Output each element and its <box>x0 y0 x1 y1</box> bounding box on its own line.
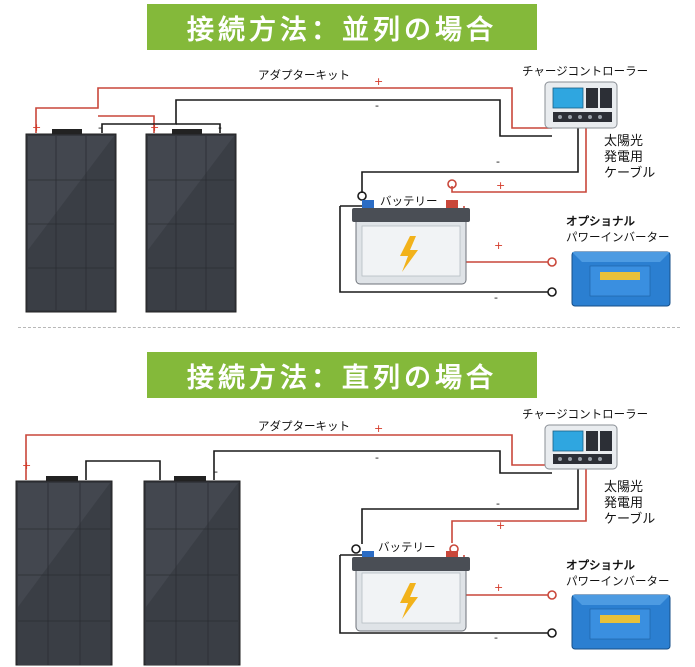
parallel-sign-plus-3: + <box>150 121 160 134</box>
parallel-controller-label: チャージコントローラー <box>522 64 649 78</box>
series-cable-label-2: 発電用 <box>604 496 644 511</box>
parallel-inverter <box>571 251 671 307</box>
series-inverter-positive-wire <box>463 555 548 596</box>
series-sign-plus-4: + <box>494 581 504 594</box>
parallel-inverter-positive-wire <box>463 206 548 263</box>
parallel-battery-positive-wire <box>451 128 587 193</box>
series-title: 接続方法：直列の場合 <box>187 362 497 394</box>
parallel-sign-minus-3: - <box>218 121 222 134</box>
series-battery-positive-wire <box>451 465 587 543</box>
parallel-title-banner: 接続方法：並列の場合 <box>147 4 537 50</box>
series-inverter-label-2: パワーインバーター <box>566 574 670 588</box>
parallel-adapter-positive-wire <box>35 87 552 133</box>
series-inverter <box>571 594 671 650</box>
series-sign-plus-3: + <box>496 519 506 532</box>
parallel-inverter-negative-wire <box>339 206 548 293</box>
series-diagram <box>15 424 671 666</box>
parallel-sign-plus-4: + <box>496 179 506 192</box>
parallel-solar-panel-1 <box>25 129 117 313</box>
series-sign-minus-3: - <box>496 497 500 510</box>
series-wires <box>25 434 587 634</box>
series-battery-negative-wire <box>361 465 579 544</box>
series-battery <box>352 551 470 632</box>
series-sign-plus-2: + <box>22 459 32 472</box>
series-adapter-label: アダプターキット <box>258 419 350 433</box>
parallel-cable-label-3: ケーブル <box>604 166 656 181</box>
series-solar-panel-2 <box>143 476 241 666</box>
parallel-charge-controller <box>544 81 618 129</box>
parallel-sign-minus-5: - <box>494 291 498 304</box>
parallel-sign-plus-5: + <box>494 239 504 252</box>
parallel-cable-label-1: 太陽光 <box>604 134 644 149</box>
parallel-adapter-label: アダプターキット <box>258 68 350 82</box>
series-battery-label: バッテリー <box>378 540 436 554</box>
series-cable-label: 太陽光 発電用 ケーブル <box>604 480 655 528</box>
series-controller-label: チャージコントローラー <box>522 407 649 421</box>
parallel-adapter-negative-wire <box>101 99 552 137</box>
parallel-cable-label-2: 発電用 <box>604 150 644 165</box>
series-charge-controller <box>544 424 618 470</box>
parallel-inverter-label-2: パワーインバーター <box>566 230 670 244</box>
series-sign-minus-2: - <box>214 465 218 478</box>
series-sign-plus-1: + <box>374 422 384 435</box>
parallel-battery-negative-wire <box>361 128 579 193</box>
parallel-cable-label: 太陽光 発電用 ケーブル <box>604 134 655 182</box>
series-panel-link-wire <box>85 460 161 480</box>
parallel-sign-plus-1: + <box>374 75 384 88</box>
series-solar-panel-1 <box>15 476 113 666</box>
parallel-solar-panel-2 <box>145 129 237 313</box>
series-sign-minus-1: - <box>375 451 379 464</box>
parallel-sign-minus-2: - <box>98 121 102 134</box>
series-title-banner: 接続方法：直列の場合 <box>147 352 537 398</box>
parallel-sign-minus-4: - <box>496 155 500 168</box>
series-adapter-positive-wire <box>25 434 552 480</box>
series-inverter-negative-wire <box>339 555 548 634</box>
parallel-inverter-label-1: オプショナル <box>566 214 635 228</box>
parallel-diagram <box>25 81 671 313</box>
parallel-sign-plus-2: + <box>32 121 42 134</box>
parallel-sign-minus-1: - <box>375 99 379 112</box>
parallel-battery <box>352 200 470 285</box>
parallel-title: 接続方法：並列の場合 <box>187 14 497 46</box>
parallel-battery-label: バッテリー <box>380 194 438 208</box>
section-divider <box>18 327 680 328</box>
series-adapter-negative-wire <box>213 450 552 480</box>
series-sign-minus-4: - <box>494 631 498 644</box>
parallel-adapter-negative-wire-2 <box>176 123 221 133</box>
series-cable-label-1: 太陽光 <box>604 480 644 495</box>
series-inverter-label-1: オプショナル <box>566 558 635 572</box>
parallel-adapter-positive-wire-2 <box>98 115 155 133</box>
series-cable-label-3: ケーブル <box>604 512 656 527</box>
